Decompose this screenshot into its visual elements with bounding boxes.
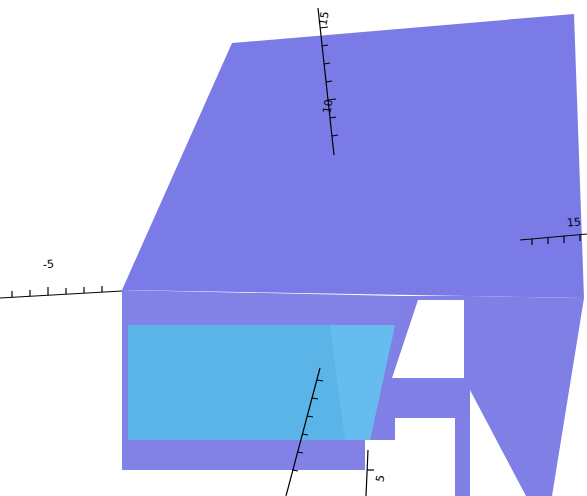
axis-tick-label: 15 xyxy=(567,216,582,228)
axis-tick-label: 10 xyxy=(321,98,334,114)
axis-tick-label: 5 xyxy=(374,474,386,483)
right-leg xyxy=(470,296,584,496)
leg-gap xyxy=(395,418,455,496)
axis-tick-label: 15 xyxy=(317,10,330,26)
axis-tick-label: -5 xyxy=(42,258,54,270)
axis-right xyxy=(520,234,587,245)
axis-depth xyxy=(286,368,323,496)
axis-vertical xyxy=(318,8,338,155)
bottom-band xyxy=(122,325,365,470)
cross-bar xyxy=(372,385,470,414)
axis-bottom-right xyxy=(366,450,374,496)
top-face xyxy=(122,14,584,298)
panel-hole xyxy=(392,300,464,378)
drawer-side xyxy=(330,325,395,440)
drawer-face xyxy=(128,325,395,440)
axis-left xyxy=(0,286,122,298)
top-band xyxy=(122,290,400,325)
